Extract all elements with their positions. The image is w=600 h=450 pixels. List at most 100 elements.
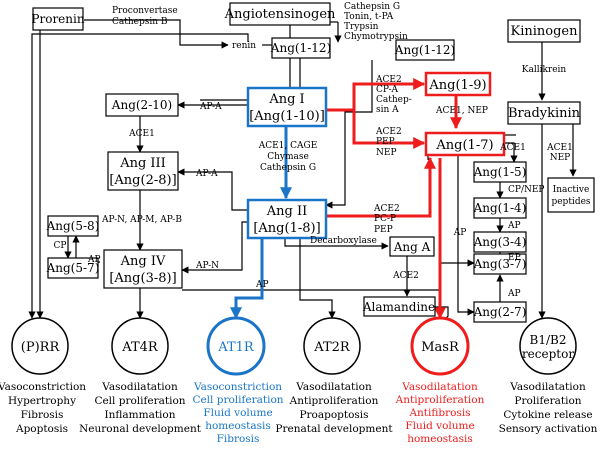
arrow-ang2-anga — [284, 238, 389, 250]
effect-text: Antiproliferation — [289, 395, 379, 407]
ang-3-box — [107, 151, 179, 191]
prorenin-box — [32, 7, 84, 31]
enzyme-pep-a: PEP — [376, 137, 395, 147]
arrow-prorenin-renin — [84, 19, 229, 49]
effects-masr: Vasodilatation Antiproliferation Antifib… — [395, 381, 485, 445]
effect-text: Cell proliferation — [94, 395, 185, 407]
node-ang-5-7: Ang(5-7) — [46, 257, 100, 279]
ang-3-7-box — [473, 253, 527, 275]
enzyme-ace1-a: ACE1 — [128, 129, 155, 139]
blue-connectors — [230, 126, 292, 320]
inactive-peptides-box — [547, 177, 595, 213]
at1r-label: AT1R — [217, 340, 255, 355]
ang-2-10-box — [105, 93, 179, 117]
enzyme-cathepsin-g: Cathepsin G — [260, 163, 316, 173]
enzyme-ap-b: AP — [507, 221, 521, 231]
arrow-ang4-ang37 — [182, 259, 475, 291]
effect-text: Neuronal development — [79, 423, 202, 435]
effect-text: Antiproliferation — [395, 394, 485, 406]
node-ang-2-7: Ang(2-7) — [473, 301, 527, 323]
effects-at2r: Vasodilatation Antiproliferation Proapop… — [275, 381, 393, 435]
effect-text: Hypertrophy — [8, 395, 76, 407]
ang-3-4-box — [473, 231, 527, 253]
node-alamandine: Alamandine — [362, 296, 436, 317]
effect-text: Cell proliferation — [192, 394, 283, 406]
ang-2-label-line2: [Ang(1-8)] — [253, 221, 320, 236]
node-ang-1: Ang I [Ang(1-10)] — [246, 86, 328, 128]
enzyme-ap-n: AP-N — [195, 261, 219, 271]
enzyme-pcp: PC-P — [374, 214, 396, 224]
ang-1-5-label: Ang(1-5) — [473, 165, 527, 179]
ang-1-12-b-box — [395, 39, 455, 61]
bradykinin-box — [507, 101, 581, 125]
enzyme-ace2-b: ACE2 — [375, 127, 402, 137]
ang-1-label-line2: [Ang(1-10)] — [249, 109, 325, 124]
effect-text: Fluid volume — [203, 407, 272, 419]
alamandine-box — [363, 296, 436, 317]
node-ang-2-10: Ang(2-10) — [105, 93, 179, 117]
effect-text: Proliferation — [514, 395, 581, 407]
node-prorenin: Prorenin — [31, 7, 85, 31]
effect-text: Fibrosis — [217, 433, 260, 445]
arrow-ang1-ang19 — [326, 78, 426, 112]
effect-text: Sensory activation — [499, 423, 598, 435]
receptor-masr: MasR — [410, 316, 470, 376]
node-ang-1-5: Ang(1-5) — [473, 161, 527, 183]
node-ang-5-8: Ang(5-8) — [46, 215, 100, 237]
prr-circle — [11, 317, 69, 375]
ang-1-7-label: Ang(1-7) — [435, 138, 493, 153]
enzyme-cathepsin-g-4: Chymotrypsin — [344, 32, 408, 42]
ang-1-4-box — [473, 197, 527, 219]
enzyme-nep-a: NEP — [376, 148, 397, 158]
at2r-circle — [303, 317, 361, 375]
node-ang-a: Ang A — [389, 236, 435, 257]
ang-3-7-label: Ang(3-7) — [473, 257, 527, 271]
masr-label: MasR — [421, 340, 460, 355]
b1b2-label-line1: B1/B2 — [530, 333, 567, 347]
ang-3-4-label: Ang(3-4) — [473, 235, 527, 249]
node-ang-3-4: Ang(3-4) — [473, 231, 527, 253]
enzyme-ap-c: AP — [453, 228, 467, 238]
node-angiotensinogen: Angiotensinogen — [224, 2, 336, 26]
enzyme-nep-b: NEP — [550, 153, 571, 163]
enzyme-cathepsin-g-2: Tonin, t-PA — [344, 12, 394, 22]
effect-text: Fluid volume — [405, 420, 474, 432]
angiotensinogen-box — [229, 2, 331, 26]
effects-at4r: Vasodilatation Cell proliferation Inflam… — [79, 381, 202, 435]
effect-text: Vasoconstriction — [0, 381, 86, 393]
enzyme-ep: EP — [508, 253, 521, 263]
ang-1-label-line1: Ang I — [268, 92, 304, 107]
node-inactive-peptides: Inactive peptides — [547, 177, 595, 213]
node-ang-1-12-a: Ang(1-12) — [270, 37, 331, 59]
ang-1-box — [246, 86, 328, 128]
ang-5-8-label: Ang(5-8) — [46, 219, 100, 233]
arrow-ang112b-ang2 — [325, 60, 373, 209]
effect-text: homeostasis — [205, 420, 271, 432]
red-connectors — [326, 78, 462, 320]
effect-text: Inflammation — [104, 409, 175, 421]
receptor-at4r: AT4R — [111, 317, 169, 375]
arrow-ang2-at2r — [299, 238, 336, 319]
enzyme-cp-nep: CP/NEP — [508, 185, 544, 195]
ang-4-label-line2: [Ang(3-8)] — [109, 271, 176, 286]
effect-text: Antifibrosis — [408, 407, 470, 419]
arrow-ang2-at1r — [230, 238, 264, 320]
at2r-label: AT2R — [313, 340, 351, 355]
receptor-b1b2: B1/B2 receptor — [519, 317, 577, 375]
effect-text: Fibrosis — [21, 409, 64, 421]
enzyme-cathepsin-g-3: Trypsin — [344, 22, 379, 32]
kininogen-label: Kininogen — [511, 24, 579, 39]
enzyme-labels: Proconvertase Cathepsin B renin Cathepsi… — [54, 2, 573, 299]
ang-5-7-box — [47, 257, 99, 279]
bradykinin-label: Bradykinin — [508, 106, 581, 121]
effects-prr: Vasoconstriction Hypertrophy Fibrosis Ap… — [0, 381, 86, 435]
effect-text: Vasodilatation — [295, 381, 372, 393]
ang-5-7-label: Ang(5-7) — [46, 261, 100, 275]
enzyme-chymase: Chymase — [267, 152, 309, 162]
enzyme-ap-d: AP — [507, 289, 521, 299]
ang-a-box — [389, 236, 435, 257]
effect-text: homeostasis — [407, 433, 473, 445]
prorenin-label: Prorenin — [31, 12, 84, 26]
arrow-renin-prr — [28, 33, 249, 319]
enzyme-renin: renin — [232, 41, 256, 51]
